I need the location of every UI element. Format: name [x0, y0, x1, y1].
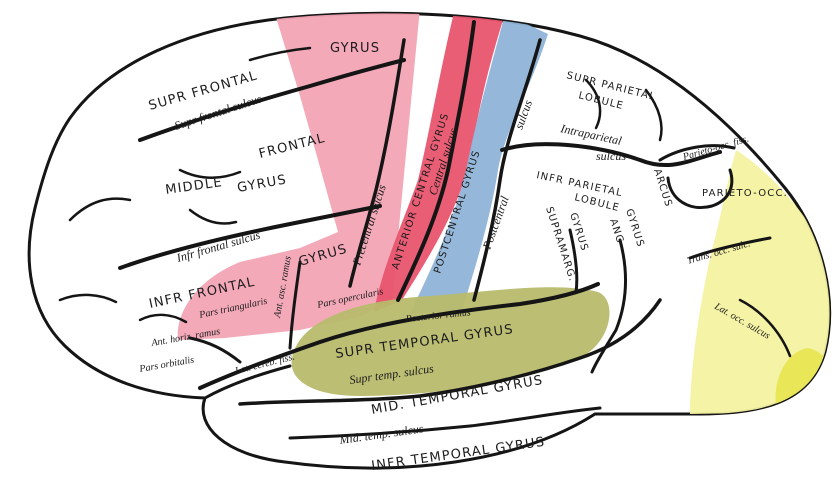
- anterior-central-gyrus-region: [374, 13, 505, 312]
- superior-temporal-gyrus-region: [291, 287, 610, 396]
- occipital-region: [690, 150, 830, 414]
- frontal-precentral-region: [177, 13, 420, 340]
- label-gyrus-top: GYRUS: [330, 41, 380, 56]
- sulci: [58, 20, 792, 440]
- label-sulcus-ip: sulcus: [596, 149, 626, 163]
- label-parieto-occ: PARIETO-OCC.: [702, 188, 788, 199]
- postcentral-gyrus-region: [410, 14, 548, 314]
